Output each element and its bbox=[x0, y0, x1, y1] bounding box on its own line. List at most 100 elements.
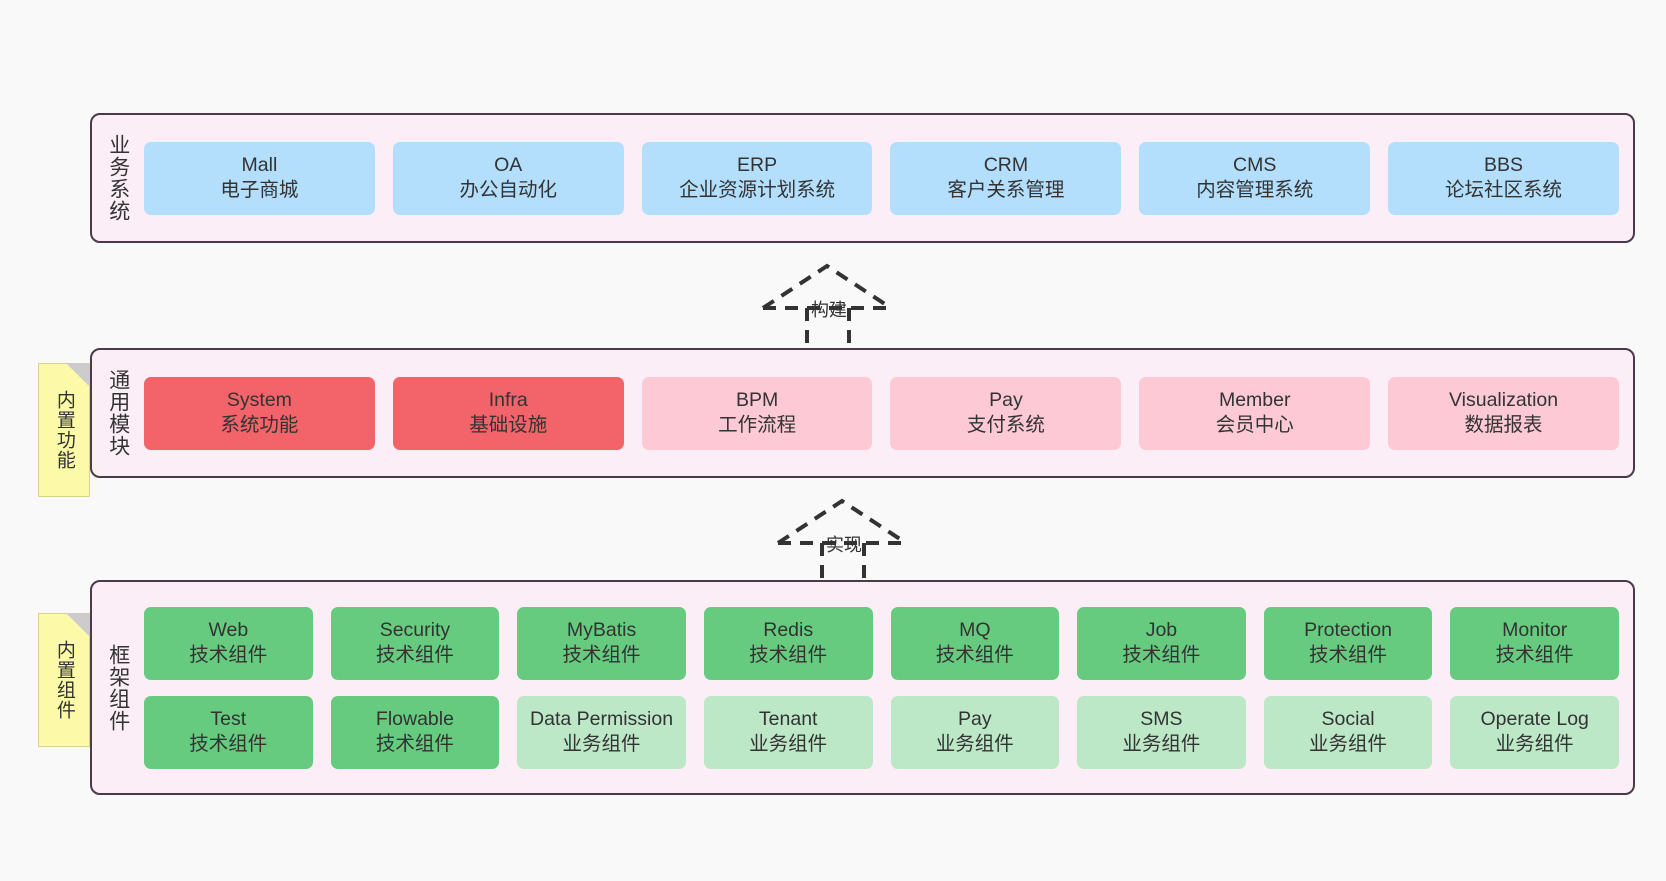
connector-label-implement: 实现 bbox=[826, 535, 862, 555]
card-social[interactable]: Social 业务组件 bbox=[1263, 695, 1433, 769]
card-subtitle: 支付系统 bbox=[966, 414, 1045, 436]
card-operate-log[interactable]: Operate Log 业务组件 bbox=[1450, 695, 1619, 769]
card-row: System 系统功能 Infra 基础设施 BPM 工作流程 Pay 支付系统… bbox=[144, 376, 1619, 450]
card-subtitle: 会员中心 bbox=[1215, 414, 1294, 436]
card-subtitle: 企业资源计划系统 bbox=[679, 179, 836, 201]
card-title: Tenant bbox=[758, 707, 818, 730]
card-subtitle: 内容管理系统 bbox=[1196, 179, 1314, 201]
card-test[interactable]: Test 技术组件 bbox=[144, 695, 313, 769]
card-subtitle: 业务组件 bbox=[749, 733, 828, 755]
card-title: Redis bbox=[763, 618, 814, 641]
card-redis[interactable]: Redis 技术组件 bbox=[703, 606, 873, 680]
card-security[interactable]: Security 技术组件 bbox=[330, 606, 500, 680]
card-web[interactable]: Web 技术组件 bbox=[144, 606, 313, 680]
card-row-technical: Web 技术组件 Security 技术组件 MyBatis 技术组件 Redi… bbox=[144, 606, 1619, 680]
card-subtitle: 数据报表 bbox=[1464, 414, 1543, 436]
card-title: OA bbox=[494, 153, 523, 176]
card-bpm[interactable]: BPM 工作流程 bbox=[641, 376, 873, 450]
card-mq[interactable]: MQ 技术组件 bbox=[890, 606, 1060, 680]
layer-title-framework-component: 框架组件 bbox=[106, 643, 130, 732]
card-subtitle: 业务组件 bbox=[562, 733, 641, 755]
card-subtitle: 技术组件 bbox=[935, 644, 1014, 666]
card-crm[interactable]: CRM 客户关系管理 bbox=[890, 141, 1122, 215]
card-title: CMS bbox=[1233, 153, 1277, 176]
card-visualization[interactable]: Visualization 数据报表 bbox=[1388, 376, 1619, 450]
card-subtitle: 业务组件 bbox=[1122, 733, 1201, 755]
card-title: Security bbox=[379, 618, 451, 641]
card-subtitle: 技术组件 bbox=[1309, 644, 1388, 666]
layer-body-framework-component: Web 技术组件 Security 技术组件 MyBatis 技术组件 Redi… bbox=[144, 582, 1633, 793]
card-subtitle: 业务组件 bbox=[935, 733, 1014, 755]
card-subtitle: 论坛社区系统 bbox=[1445, 179, 1563, 201]
card-title: Monitor bbox=[1502, 618, 1568, 641]
layer-business-system[interactable]: 业务系统 Mall 电子商城 OA 办公自动化 ERP 企业资源计划系统 CRM… bbox=[90, 113, 1635, 243]
note-builtin-component[interactable]: 内置组件 bbox=[38, 613, 90, 747]
card-title: Pay bbox=[958, 707, 992, 730]
card-title: CRM bbox=[983, 153, 1029, 176]
card-title: MQ bbox=[959, 618, 991, 641]
card-title: Flowable bbox=[375, 707, 454, 730]
card-data-permission[interactable]: Data Permission 业务组件 bbox=[517, 695, 686, 769]
card-job[interactable]: Job 技术组件 bbox=[1077, 606, 1246, 680]
card-subtitle: 技术组件 bbox=[1495, 644, 1574, 666]
note-label: 内置组件 bbox=[53, 640, 75, 720]
card-mall[interactable]: Mall 电子商城 bbox=[144, 141, 375, 215]
card-subtitle: 基础设施 bbox=[469, 414, 548, 436]
card-sms[interactable]: SMS 业务组件 bbox=[1077, 695, 1246, 769]
note-builtin-function[interactable]: 内置功能 bbox=[38, 363, 90, 497]
card-subtitle: 系统功能 bbox=[220, 414, 299, 436]
folded-corner-icon bbox=[67, 614, 89, 636]
note-label: 内置功能 bbox=[53, 390, 75, 470]
card-title: BPM bbox=[735, 388, 779, 411]
card-subtitle: 技术组件 bbox=[375, 733, 454, 755]
card-tenant[interactable]: Tenant 业务组件 bbox=[703, 695, 873, 769]
layer-title-business-system: 业务系统 bbox=[106, 134, 130, 222]
card-title: Pay bbox=[989, 388, 1023, 411]
connector-label-build: 构建 bbox=[811, 300, 847, 320]
folded-corner-icon bbox=[67, 364, 89, 386]
card-subtitle: 技术组件 bbox=[375, 644, 454, 666]
card-subtitle: 技术组件 bbox=[562, 644, 641, 666]
card-oa[interactable]: OA 办公自动化 bbox=[392, 141, 624, 215]
card-member[interactable]: Member 会员中心 bbox=[1139, 376, 1371, 450]
card-protection[interactable]: Protection 技术组件 bbox=[1263, 606, 1433, 680]
layer-common-module[interactable]: 通用模块 System 系统功能 Infra 基础设施 BPM 工作流程 Pay… bbox=[90, 348, 1635, 478]
card-title: SMS bbox=[1140, 707, 1183, 730]
card-subtitle: 办公自动化 bbox=[459, 179, 557, 201]
card-subtitle: 技术组件 bbox=[1122, 644, 1201, 666]
layer-title-common-module: 通用模块 bbox=[106, 369, 130, 457]
card-title: Data Permission bbox=[530, 707, 674, 730]
card-row: Mall 电子商城 OA 办公自动化 ERP 企业资源计划系统 CRM 客户关系… bbox=[144, 141, 1619, 215]
card-subtitle: 电子商城 bbox=[220, 179, 299, 201]
connector-build: 构建 bbox=[755, 262, 905, 348]
card-title: Member bbox=[1218, 388, 1291, 411]
card-subtitle: 业务组件 bbox=[1495, 733, 1574, 755]
card-erp[interactable]: ERP 企业资源计划系统 bbox=[641, 141, 873, 215]
card-infra[interactable]: Infra 基础设施 bbox=[392, 376, 624, 450]
card-bbs[interactable]: BBS 论坛社区系统 bbox=[1388, 141, 1619, 215]
layer-body-common-module: System 系统功能 Infra 基础设施 BPM 工作流程 Pay 支付系统… bbox=[144, 350, 1633, 476]
card-title: Visualization bbox=[1448, 388, 1559, 411]
card-cms[interactable]: CMS 内容管理系统 bbox=[1139, 141, 1371, 215]
card-pay[interactable]: Pay 支付系统 bbox=[890, 376, 1122, 450]
card-title: Mall bbox=[241, 153, 278, 176]
card-title: Infra bbox=[488, 388, 528, 411]
card-subtitle: 技术组件 bbox=[189, 733, 268, 755]
card-system[interactable]: System 系统功能 bbox=[144, 376, 375, 450]
card-pay-business[interactable]: Pay 业务组件 bbox=[890, 695, 1060, 769]
card-monitor[interactable]: Monitor 技术组件 bbox=[1450, 606, 1619, 680]
card-subtitle: 工作流程 bbox=[718, 414, 797, 436]
arrowhead-path bbox=[776, 498, 908, 545]
card-subtitle: 客户关系管理 bbox=[947, 179, 1065, 201]
card-title: Web bbox=[208, 618, 249, 641]
card-title: Social bbox=[1321, 707, 1375, 730]
card-title: Protection bbox=[1304, 618, 1392, 641]
layer-framework-component[interactable]: 框架组件 Web 技术组件 Security 技术组件 MyBatis 技术组件… bbox=[90, 580, 1635, 795]
card-subtitle: 技术组件 bbox=[189, 644, 268, 666]
connector-implement: 实现 bbox=[770, 497, 920, 583]
card-flowable[interactable]: Flowable 技术组件 bbox=[330, 695, 500, 769]
card-mybatis[interactable]: MyBatis 技术组件 bbox=[517, 606, 686, 680]
card-title: Job bbox=[1145, 618, 1178, 641]
arrowhead-path bbox=[761, 263, 893, 310]
